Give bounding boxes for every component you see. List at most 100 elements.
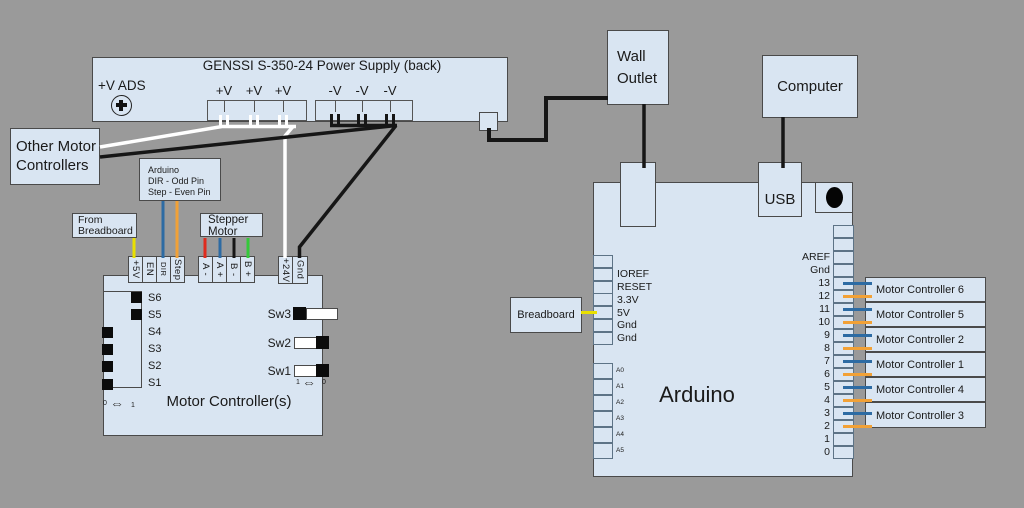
switch-knob[interactable] (293, 307, 306, 320)
arduino-analog-pin (593, 411, 613, 427)
dip-switch-square[interactable] (131, 292, 142, 303)
wire-white-to-other-controllers (99, 124, 296, 149)
output-box-motor-controller-2: Motor Controller 2 (865, 327, 986, 352)
arduino-analog-pin (593, 395, 613, 411)
arduino-right-pin (833, 251, 854, 264)
dip-switch-square[interactable] (102, 379, 113, 390)
label-line: Other Motor (16, 138, 97, 155)
arduino-right-pin (833, 420, 854, 433)
arduino-right-pin (833, 446, 854, 459)
terminal-divider (283, 100, 284, 112)
power-supply-box (92, 57, 508, 122)
arduino-right-pin (833, 316, 854, 329)
reset-button-housing (815, 182, 853, 213)
switch-label: Sw2 (267, 336, 291, 350)
toggle-max-label: 0 (322, 379, 326, 386)
label-line: Controllers (16, 157, 89, 174)
dip-switch-square[interactable] (102, 344, 113, 355)
output-box-motor-controller-5: Motor Controller 5 (865, 302, 986, 327)
left-right-arrow-icon: ⇔ (110, 395, 124, 411)
s-label: S1 (148, 377, 162, 389)
pin-b-minus: B - (226, 256, 241, 283)
pin-gnd: Gnd (292, 256, 308, 284)
label-line: Arduino (148, 165, 180, 175)
reset-button[interactable] (826, 187, 843, 208)
digital-pin-label: 12 (818, 290, 830, 302)
terminal-divider (224, 100, 225, 112)
power-supply-adjust-label: +V ADS (98, 78, 146, 93)
arduino-right-pin (833, 290, 854, 303)
label-line: Step - Even Pin (148, 187, 211, 197)
switch-track[interactable] (294, 337, 317, 349)
arduino-right-pin (833, 238, 854, 251)
power-pin-label: 5V (617, 307, 630, 319)
wire-black-to-other-controllers (99, 123, 397, 159)
switch-knob[interactable] (316, 364, 329, 377)
arduino-box (593, 182, 853, 477)
dip-switch-square[interactable] (102, 327, 113, 338)
power-pin-label: IOREF (617, 268, 650, 280)
output-box-motor-controller-4: Motor Controller 4 (865, 377, 986, 402)
digital-pin-label: 13 (818, 277, 830, 289)
digital-pin-label: 0 (824, 446, 830, 458)
digital-pin-label: 10 (818, 316, 830, 328)
digital-pin-label: 11 (819, 303, 830, 315)
label-line: From (78, 214, 103, 226)
usb-port-box: USB (758, 162, 802, 217)
digital-pin-label: 9 (824, 329, 830, 341)
arduino-power-jack (620, 162, 656, 227)
digital-pin-label: Gnd (810, 264, 830, 276)
arduino-left-pin (593, 332, 613, 345)
arduino-right-pin (833, 342, 854, 355)
toggle-min-label: 0 (103, 400, 107, 407)
pos-terminal-label: +V (215, 83, 233, 98)
s-label: S5 (148, 309, 162, 321)
pin-dir: DIR (156, 256, 171, 283)
arduino-analog-pin (593, 427, 613, 443)
arduino-right-pin (833, 225, 854, 238)
label-line: Outlet (617, 70, 658, 87)
digital-pin-label: 8 (824, 342, 830, 354)
dip-switch-square[interactable] (131, 309, 142, 320)
terminal-divider (390, 100, 391, 112)
pos-terminal-label: +V (245, 83, 263, 98)
label-line: Wall (617, 48, 646, 65)
motor-controller-inner-box (103, 291, 142, 388)
dip-switch-square[interactable] (102, 361, 113, 372)
switch-track[interactable] (306, 308, 338, 320)
arduino-right-pin (833, 303, 854, 316)
motor-controller-title: Motor Controller(s) (166, 393, 292, 410)
toggle-min-label: 1 (296, 379, 300, 386)
label-line: Motor (208, 225, 238, 238)
arduino-right-pin (833, 264, 854, 277)
arduino-right-pin (833, 433, 854, 446)
arduino-right-pin (833, 277, 854, 290)
arduino-right-pin (833, 329, 854, 342)
pin-5v: +5V (128, 256, 143, 283)
digital-pin-label: 7 (824, 355, 830, 367)
arduino-left-pin (593, 319, 613, 332)
arduino-analog-pin (593, 363, 613, 379)
pin-a-minus: A - (198, 256, 213, 283)
arduino-right-pin (833, 407, 854, 420)
arduino-right-pin (833, 355, 854, 368)
switch-knob[interactable] (316, 336, 329, 349)
arduino-left-pin (593, 255, 613, 268)
power-supply-title: GENSSI S-350-24 Power Supply (back) (202, 58, 442, 73)
output-box-motor-controller-1: Motor Controller 1 (865, 352, 986, 377)
arduino-title: Arduino (659, 382, 735, 407)
analog-pin-label: A0 (616, 367, 624, 374)
digital-pin-label: 1 (824, 433, 830, 445)
pin-24v: +24V (278, 256, 293, 284)
stepper-motor-box: Stepper Motor (200, 213, 263, 237)
wall-outlet-box: Wall Outlet (607, 30, 669, 105)
s-label: S6 (148, 292, 162, 304)
digital-pin-label: 6 (824, 368, 830, 380)
arduino-right-pin (833, 381, 854, 394)
voltage-adjust-screw-icon (111, 95, 132, 116)
computer-label: Computer (777, 78, 843, 95)
switch-label: Sw3 (267, 307, 291, 321)
breadboard-box: Breadboard (510, 297, 582, 333)
computer-box: Computer (762, 55, 858, 118)
analog-pin-label: A5 (616, 447, 624, 454)
